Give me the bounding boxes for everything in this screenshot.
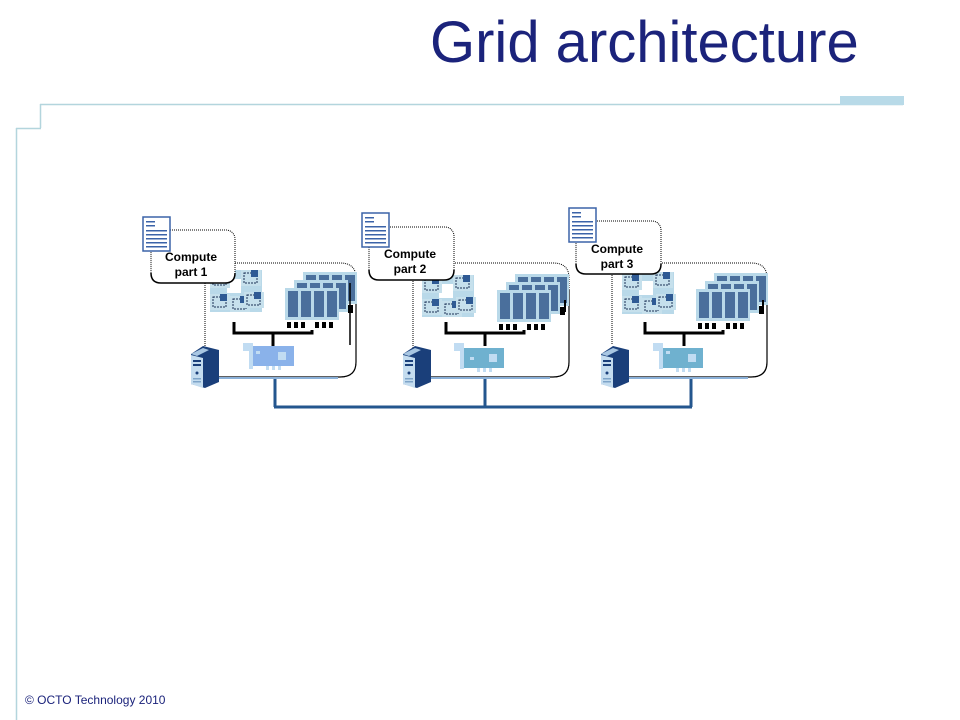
cpu-cluster-icon bbox=[622, 272, 676, 314]
task-label-line2: part 3 bbox=[601, 257, 634, 271]
compute-node-3: Compute part 3 bbox=[568, 207, 768, 388]
footer-copyright: © OCTO Technology 2010 bbox=[25, 693, 166, 707]
task-label-box: Compute part 1 bbox=[150, 229, 236, 284]
bus-connector bbox=[444, 300, 566, 346]
node-container-edge bbox=[210, 290, 357, 378]
compute-node-1: Compute part 1 bbox=[142, 216, 357, 388]
bus-connector bbox=[643, 300, 764, 346]
accent-bar bbox=[840, 96, 904, 105]
network-bus bbox=[273, 378, 693, 409]
slide-title: Grid architecture bbox=[430, 10, 859, 75]
document-icon bbox=[568, 207, 597, 243]
document-icon bbox=[142, 216, 171, 252]
server-icon bbox=[403, 346, 431, 388]
task-label-line1: Compute bbox=[591, 242, 643, 256]
compute-node-2: Compute part 2 bbox=[361, 212, 570, 388]
document-icon bbox=[361, 212, 390, 248]
task-label-line1: Compute bbox=[384, 247, 436, 261]
frame-lines bbox=[15, 96, 904, 720]
task-label-line2: part 2 bbox=[394, 262, 427, 276]
network-card-icon bbox=[653, 343, 703, 372]
node-container-edge bbox=[420, 290, 570, 378]
node-container-edge bbox=[620, 290, 768, 378]
task-label-line2: part 1 bbox=[175, 265, 208, 279]
task-label-line1: Compute bbox=[165, 250, 217, 264]
task-label-box: Compute part 2 bbox=[368, 226, 455, 281]
server-icon bbox=[191, 346, 219, 388]
network-card-icon bbox=[243, 343, 294, 370]
bus-connector bbox=[232, 283, 351, 346]
cpu-cluster-icon bbox=[422, 275, 476, 317]
server-icon bbox=[601, 346, 629, 388]
task-label-box: Compute part 3 bbox=[575, 220, 662, 275]
network-card-icon bbox=[454, 343, 504, 372]
